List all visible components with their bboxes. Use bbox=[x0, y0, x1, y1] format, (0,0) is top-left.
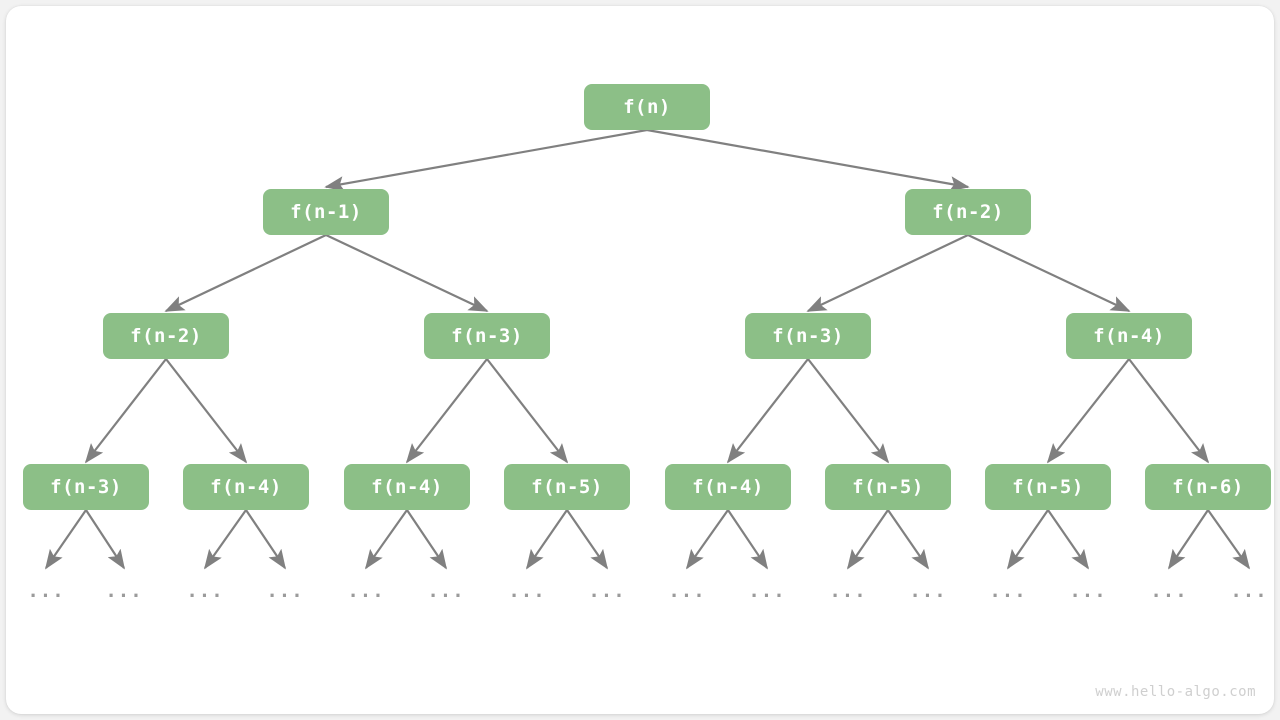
ellipsis-node: ... bbox=[186, 580, 224, 602]
leaf-edge-14 bbox=[1168, 509, 1209, 570]
edge-n5-to-n12 bbox=[807, 358, 890, 464]
leaf-edge-0 bbox=[45, 509, 87, 570]
ellipsis-node: ... bbox=[1069, 580, 1107, 602]
leaf-edge-3 bbox=[245, 509, 286, 570]
tree-node-n1: f(n-1) bbox=[263, 189, 389, 235]
edge-n5-to-n11 bbox=[726, 358, 809, 464]
tree-node-n14: f(n-6) bbox=[1145, 464, 1271, 510]
tree-node-n3: f(n-2) bbox=[103, 313, 229, 359]
edge-n0-to-n1 bbox=[324, 128, 648, 192]
tree-node-n0: f(n) bbox=[584, 84, 710, 130]
edge-n1-to-n4 bbox=[325, 234, 489, 312]
ellipsis-node: ... bbox=[1150, 580, 1188, 602]
edge-n6-to-n13 bbox=[1046, 358, 1130, 464]
leaf-edge-11 bbox=[887, 509, 929, 570]
edge-n3-to-n8 bbox=[165, 358, 248, 464]
leaf-edge-9 bbox=[727, 509, 768, 570]
tree-node-n8: f(n-4) bbox=[183, 464, 309, 510]
ellipsis-node: ... bbox=[105, 580, 143, 602]
ellipsis-node: ... bbox=[508, 580, 546, 602]
watermark: www.hello-algo.com bbox=[1095, 684, 1256, 700]
leaf-edge-2 bbox=[203, 509, 247, 570]
edge-n2-to-n5 bbox=[806, 234, 969, 312]
edge-n4-to-n10 bbox=[486, 358, 569, 464]
tree-node-n11: f(n-4) bbox=[665, 464, 791, 510]
edge-n2-to-n6 bbox=[967, 234, 1131, 312]
edge-n6-to-n14 bbox=[1128, 358, 1210, 464]
tree-edges bbox=[84, 128, 1210, 464]
tree-node-n6: f(n-4) bbox=[1066, 313, 1192, 359]
edge-n1-to-n3 bbox=[164, 234, 327, 312]
tree-node-n13: f(n-5) bbox=[985, 464, 1111, 510]
diagram-card: f(n) f(n-1) f(n-2) f(n-2) f(n-3) f(n-3) f(n-4)… bbox=[6, 6, 1274, 714]
tree-node-n2: f(n-2) bbox=[905, 189, 1031, 235]
leaf-edge-12 bbox=[1007, 509, 1049, 570]
leaf-edge-7 bbox=[566, 509, 608, 570]
edge-n3-to-n7 bbox=[84, 358, 167, 464]
leaf-edge-1 bbox=[85, 509, 125, 570]
leaf-edge-10 bbox=[847, 509, 889, 570]
leaf-edge-5 bbox=[406, 509, 447, 570]
ellipsis-node: ... bbox=[1230, 580, 1268, 602]
ellipsis-node: ... bbox=[588, 580, 626, 602]
ellipsis-node: ... bbox=[427, 580, 465, 602]
edge-n4-to-n9 bbox=[405, 358, 488, 464]
tree-node-n4: f(n-3) bbox=[424, 313, 550, 359]
ellipsis-node: ... bbox=[748, 580, 786, 602]
leaf-edge-6 bbox=[526, 509, 568, 570]
ellipsis-node: ... bbox=[27, 580, 65, 602]
edge-n0-to-n2 bbox=[646, 128, 970, 192]
leaf-edge-15 bbox=[1207, 509, 1251, 570]
leaf-edge-8 bbox=[685, 509, 729, 570]
ellipsis-node: ... bbox=[989, 580, 1027, 602]
tree-node-n9: f(n-4) bbox=[344, 464, 470, 510]
ellipsis-node: ... bbox=[909, 580, 947, 602]
ellipsis-node: ... bbox=[668, 580, 706, 602]
ellipsis-node: ... bbox=[266, 580, 304, 602]
leaf-edge-4 bbox=[364, 509, 408, 570]
leaf-edges bbox=[45, 509, 1251, 570]
ellipsis-node: ... bbox=[347, 580, 385, 602]
tree-node-n7: f(n-3) bbox=[23, 464, 149, 510]
tree-node-n12: f(n-5) bbox=[825, 464, 951, 510]
tree-node-n5: f(n-3) bbox=[745, 313, 871, 359]
tree-node-n10: f(n-5) bbox=[504, 464, 630, 510]
ellipsis-node: ... bbox=[829, 580, 867, 602]
leaf-edge-13 bbox=[1047, 509, 1089, 570]
